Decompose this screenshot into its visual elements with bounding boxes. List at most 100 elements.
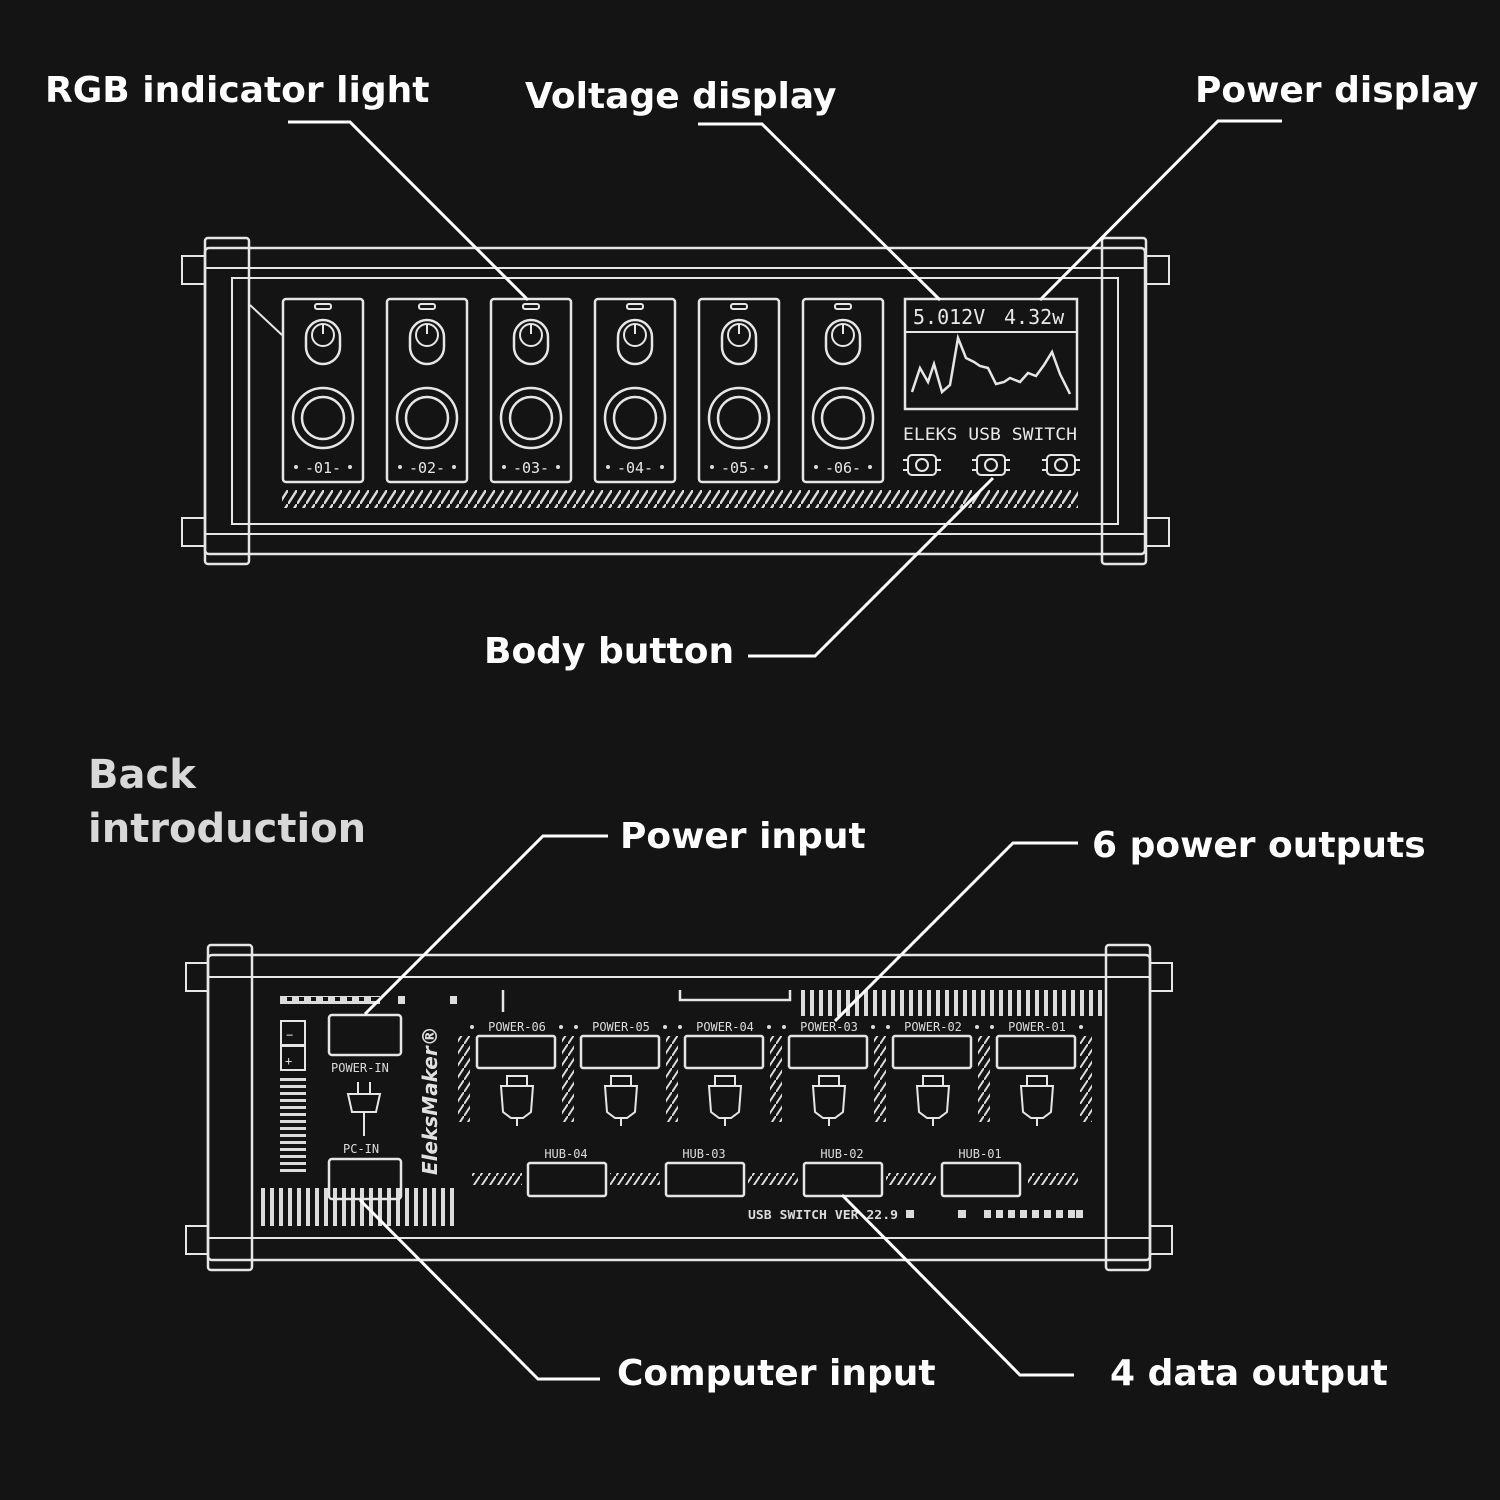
left-stripe-pattern: [280, 1076, 306, 1176]
body-button-leader: [748, 476, 995, 658]
hub-data-port-3[interactable]: HUB-02: [748, 1147, 884, 1198]
version-label: USB SWITCH VER 22.9: [748, 1208, 898, 1222]
channel-button[interactable]: [603, 386, 667, 450]
channel-button[interactable]: [291, 386, 355, 450]
power-icon[interactable]: [304, 318, 342, 366]
channel-number: -05-: [721, 459, 757, 477]
label-power-input: Power input: [620, 816, 866, 857]
front-hatch-strip: [282, 490, 1078, 508]
minus-label: −: [286, 1028, 293, 1042]
label-voltage-display: Voltage display: [525, 76, 836, 117]
power-output-port-4[interactable]: POWER-03: [770, 1020, 875, 1126]
back-leader-lines: [358, 834, 1078, 1381]
channel-module-1: -01-: [281, 297, 365, 484]
power-icon[interactable]: [616, 318, 654, 366]
power-in-label: POWER-IN: [331, 1061, 389, 1075]
plus-terminal: [280, 1045, 306, 1071]
power-output-port-5[interactable]: POWER-02: [874, 1020, 979, 1126]
power-icon[interactable]: [512, 318, 550, 366]
hub-port-label: HUB-01: [958, 1147, 1001, 1161]
pc-in-port[interactable]: [327, 1157, 403, 1201]
body-button-3[interactable]: [1042, 454, 1080, 476]
label-power-display: Power display: [1195, 70, 1478, 111]
pc-in-label: PC-IN: [343, 1142, 379, 1156]
channel-module-4: -04-: [593, 297, 677, 484]
rgb-indicator-light: [522, 303, 540, 310]
usb-plug-icon: [707, 1075, 743, 1126]
power-display-leader: [1038, 119, 1282, 302]
front-device: [181, 236, 1170, 566]
channel-button[interactable]: [811, 386, 875, 450]
channel-number: -04-: [617, 459, 653, 477]
left-end-cap: [203, 236, 251, 566]
channel-number: -06-: [825, 459, 861, 477]
voltage-leader: [698, 122, 942, 302]
hub-data-port-1[interactable]: HUB-04: [472, 1147, 608, 1198]
power-output-port-2[interactable]: POWER-05: [562, 1020, 667, 1126]
power-port-label: POWER-03: [800, 1020, 858, 1034]
plus-label: +: [285, 1054, 292, 1068]
label-four-data-output: 4 data output: [1110, 1353, 1388, 1394]
channel-button[interactable]: [499, 386, 563, 450]
bottom-left-bar-pattern: [256, 1188, 456, 1226]
brand-logo: EleksMaker®: [418, 1026, 442, 1175]
hub-data-port-2[interactable]: HUB-03: [610, 1147, 746, 1198]
label-body-button: Body button: [484, 631, 734, 672]
channel-module-3: -03-: [489, 297, 573, 484]
channel-number: -03-: [513, 459, 549, 477]
brand-line: ELEKS USB SWITCH: [903, 425, 1077, 445]
rgb-indicator-light: [730, 303, 748, 310]
power-graph-line: [910, 333, 1072, 395]
power-port-label: POWER-05: [592, 1020, 650, 1034]
rgb-indicator-light: [314, 303, 332, 310]
usb-plug-icon: [811, 1075, 847, 1126]
body-button-2[interactable]: [972, 454, 1010, 476]
power-output-port-6[interactable]: POWER-01: [978, 1020, 1083, 1126]
channel-number: -01-: [305, 459, 341, 477]
front-leader-lines: [288, 119, 1282, 658]
back-right-end-cap: [1104, 943, 1152, 1272]
body-button-1[interactable]: [903, 454, 941, 476]
power-icon[interactable]: [824, 318, 862, 366]
power-port-label: POWER-01: [1008, 1020, 1066, 1034]
back-top-bar-pattern: [800, 990, 1102, 1016]
power-output-port-1[interactable]: POWER-06: [458, 1020, 563, 1126]
power-port-label: POWER-04: [696, 1020, 754, 1034]
rgb-leader: [288, 120, 530, 302]
hub-port-label: HUB-04: [544, 1147, 587, 1161]
power-port-label: POWER-02: [904, 1020, 962, 1034]
usb-plug-icon: [499, 1075, 535, 1126]
plug-icon: [346, 1082, 382, 1136]
voltage-power-display: 5.012V 4.32w ELEKS USB SWITCH: [903, 297, 1079, 445]
label-computer-input: Computer input: [617, 1353, 936, 1394]
back-device: − + POWER-IN PC-IN EleksMaker® USB SWITC…: [185, 943, 1173, 1272]
data-output-leader: [840, 1193, 1074, 1377]
channel-module-2: -02-: [385, 297, 469, 484]
power-icon[interactable]: [720, 318, 758, 366]
power-output-ports: POWER-06 POWER-05 POWER-04 POWER-03 POWER-02…: [458, 1020, 1092, 1126]
hub-data-port-4[interactable]: HUB-01: [886, 1147, 1022, 1198]
computer-input-leader: [358, 1198, 600, 1381]
power-output-port-3[interactable]: POWER-04: [666, 1020, 771, 1126]
rgb-indicator-light: [418, 303, 436, 310]
rgb-indicator-light: [834, 303, 852, 310]
channel-button[interactable]: [707, 386, 771, 450]
power-port-label: POWER-06: [488, 1020, 546, 1034]
hub-port-label: HUB-03: [682, 1147, 725, 1161]
hub-data-ports: HUB-04 HUB-03 HUB-02 HUB-01: [472, 1147, 1078, 1198]
power-in-port[interactable]: [327, 1013, 403, 1057]
back-left-end-cap: [206, 943, 254, 1272]
power-input-leader: [363, 834, 608, 1016]
power-icon[interactable]: [408, 318, 446, 366]
channel-number: -02-: [409, 459, 445, 477]
label-six-power-outputs: 6 power outputs: [1092, 825, 1426, 866]
channel-module-6: -06-: [801, 297, 885, 484]
rgb-indicator-light: [626, 303, 644, 310]
channel-button[interactable]: [395, 386, 459, 450]
right-end-cap: [1100, 236, 1148, 566]
usb-plug-icon: [1019, 1075, 1055, 1126]
power-reading: 4.32w: [1004, 305, 1065, 329]
usb-plug-icon: [915, 1075, 951, 1126]
voltage-reading: 5.012V: [913, 305, 985, 329]
